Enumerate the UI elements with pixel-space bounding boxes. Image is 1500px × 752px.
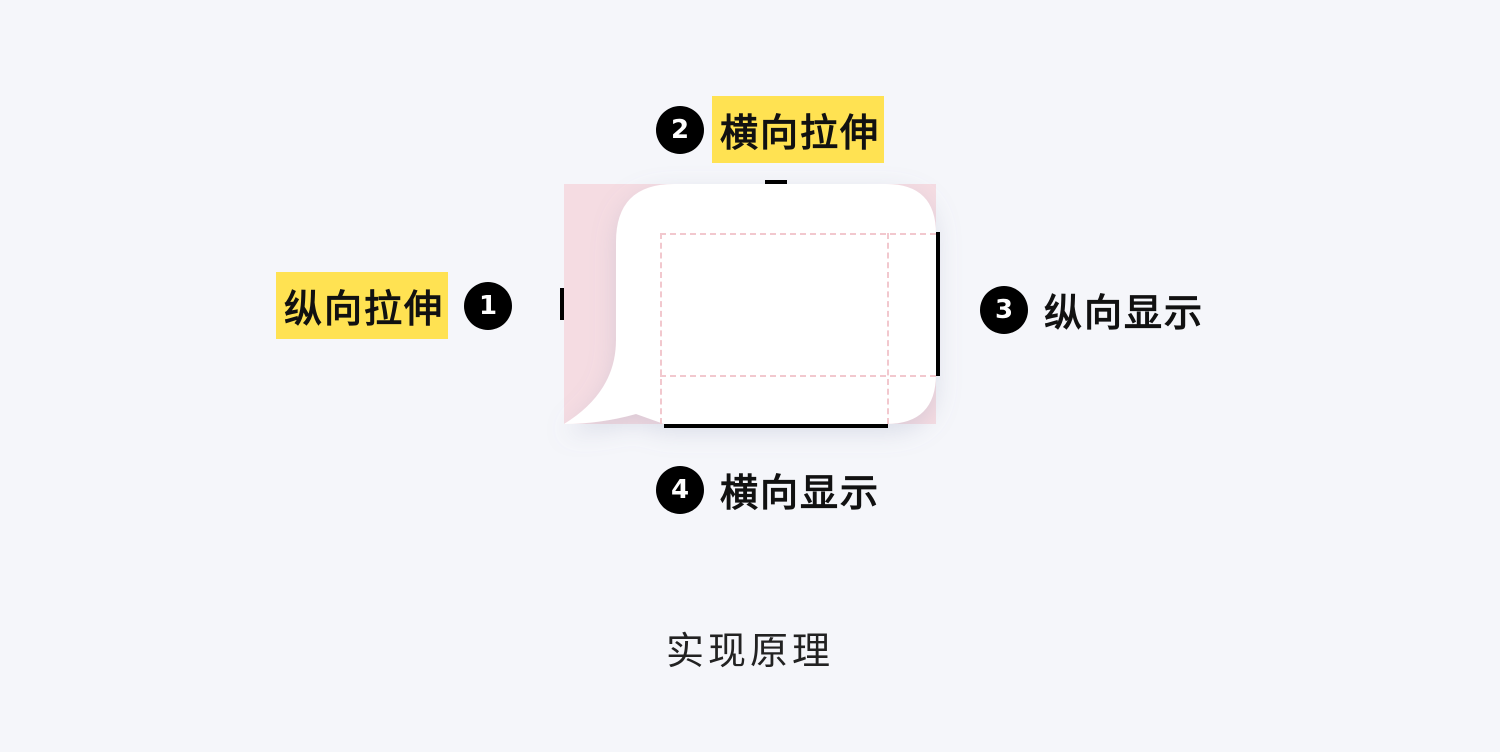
label-horizontal-stretch: 2 横向拉伸: [656, 96, 885, 163]
label-text: 纵向显示: [1044, 291, 1205, 335]
guide-line-right: [887, 233, 889, 424]
label-vertical-stretch: 纵向拉伸 1: [276, 272, 513, 339]
number-badge-3: 3: [980, 285, 1028, 334]
number-badge-1: 1: [464, 281, 513, 330]
number-badge-4: 4: [656, 465, 704, 514]
guide-line-top: [660, 233, 936, 235]
marker-horizontal-stretch: [765, 180, 787, 184]
number-badge-2: 2: [656, 105, 704, 154]
label-horizontal-display: 4 横向显示: [656, 456, 884, 523]
marker-vertical-stretch: [560, 288, 564, 320]
guide-line-bottom: [660, 375, 936, 377]
diagram-caption: 实现原理: [665, 629, 834, 673]
marker-vertical-display: [936, 232, 940, 376]
marker-horizontal-display: [664, 424, 888, 428]
label-text: 横向拉伸: [712, 96, 885, 163]
label-text: 横向显示: [720, 471, 881, 515]
chat-bubble: [564, 184, 936, 424]
label-vertical-display: 3 纵向显示: [980, 276, 1208, 343]
label-text: 纵向拉伸: [276, 272, 449, 339]
guide-line-left: [660, 233, 662, 424]
